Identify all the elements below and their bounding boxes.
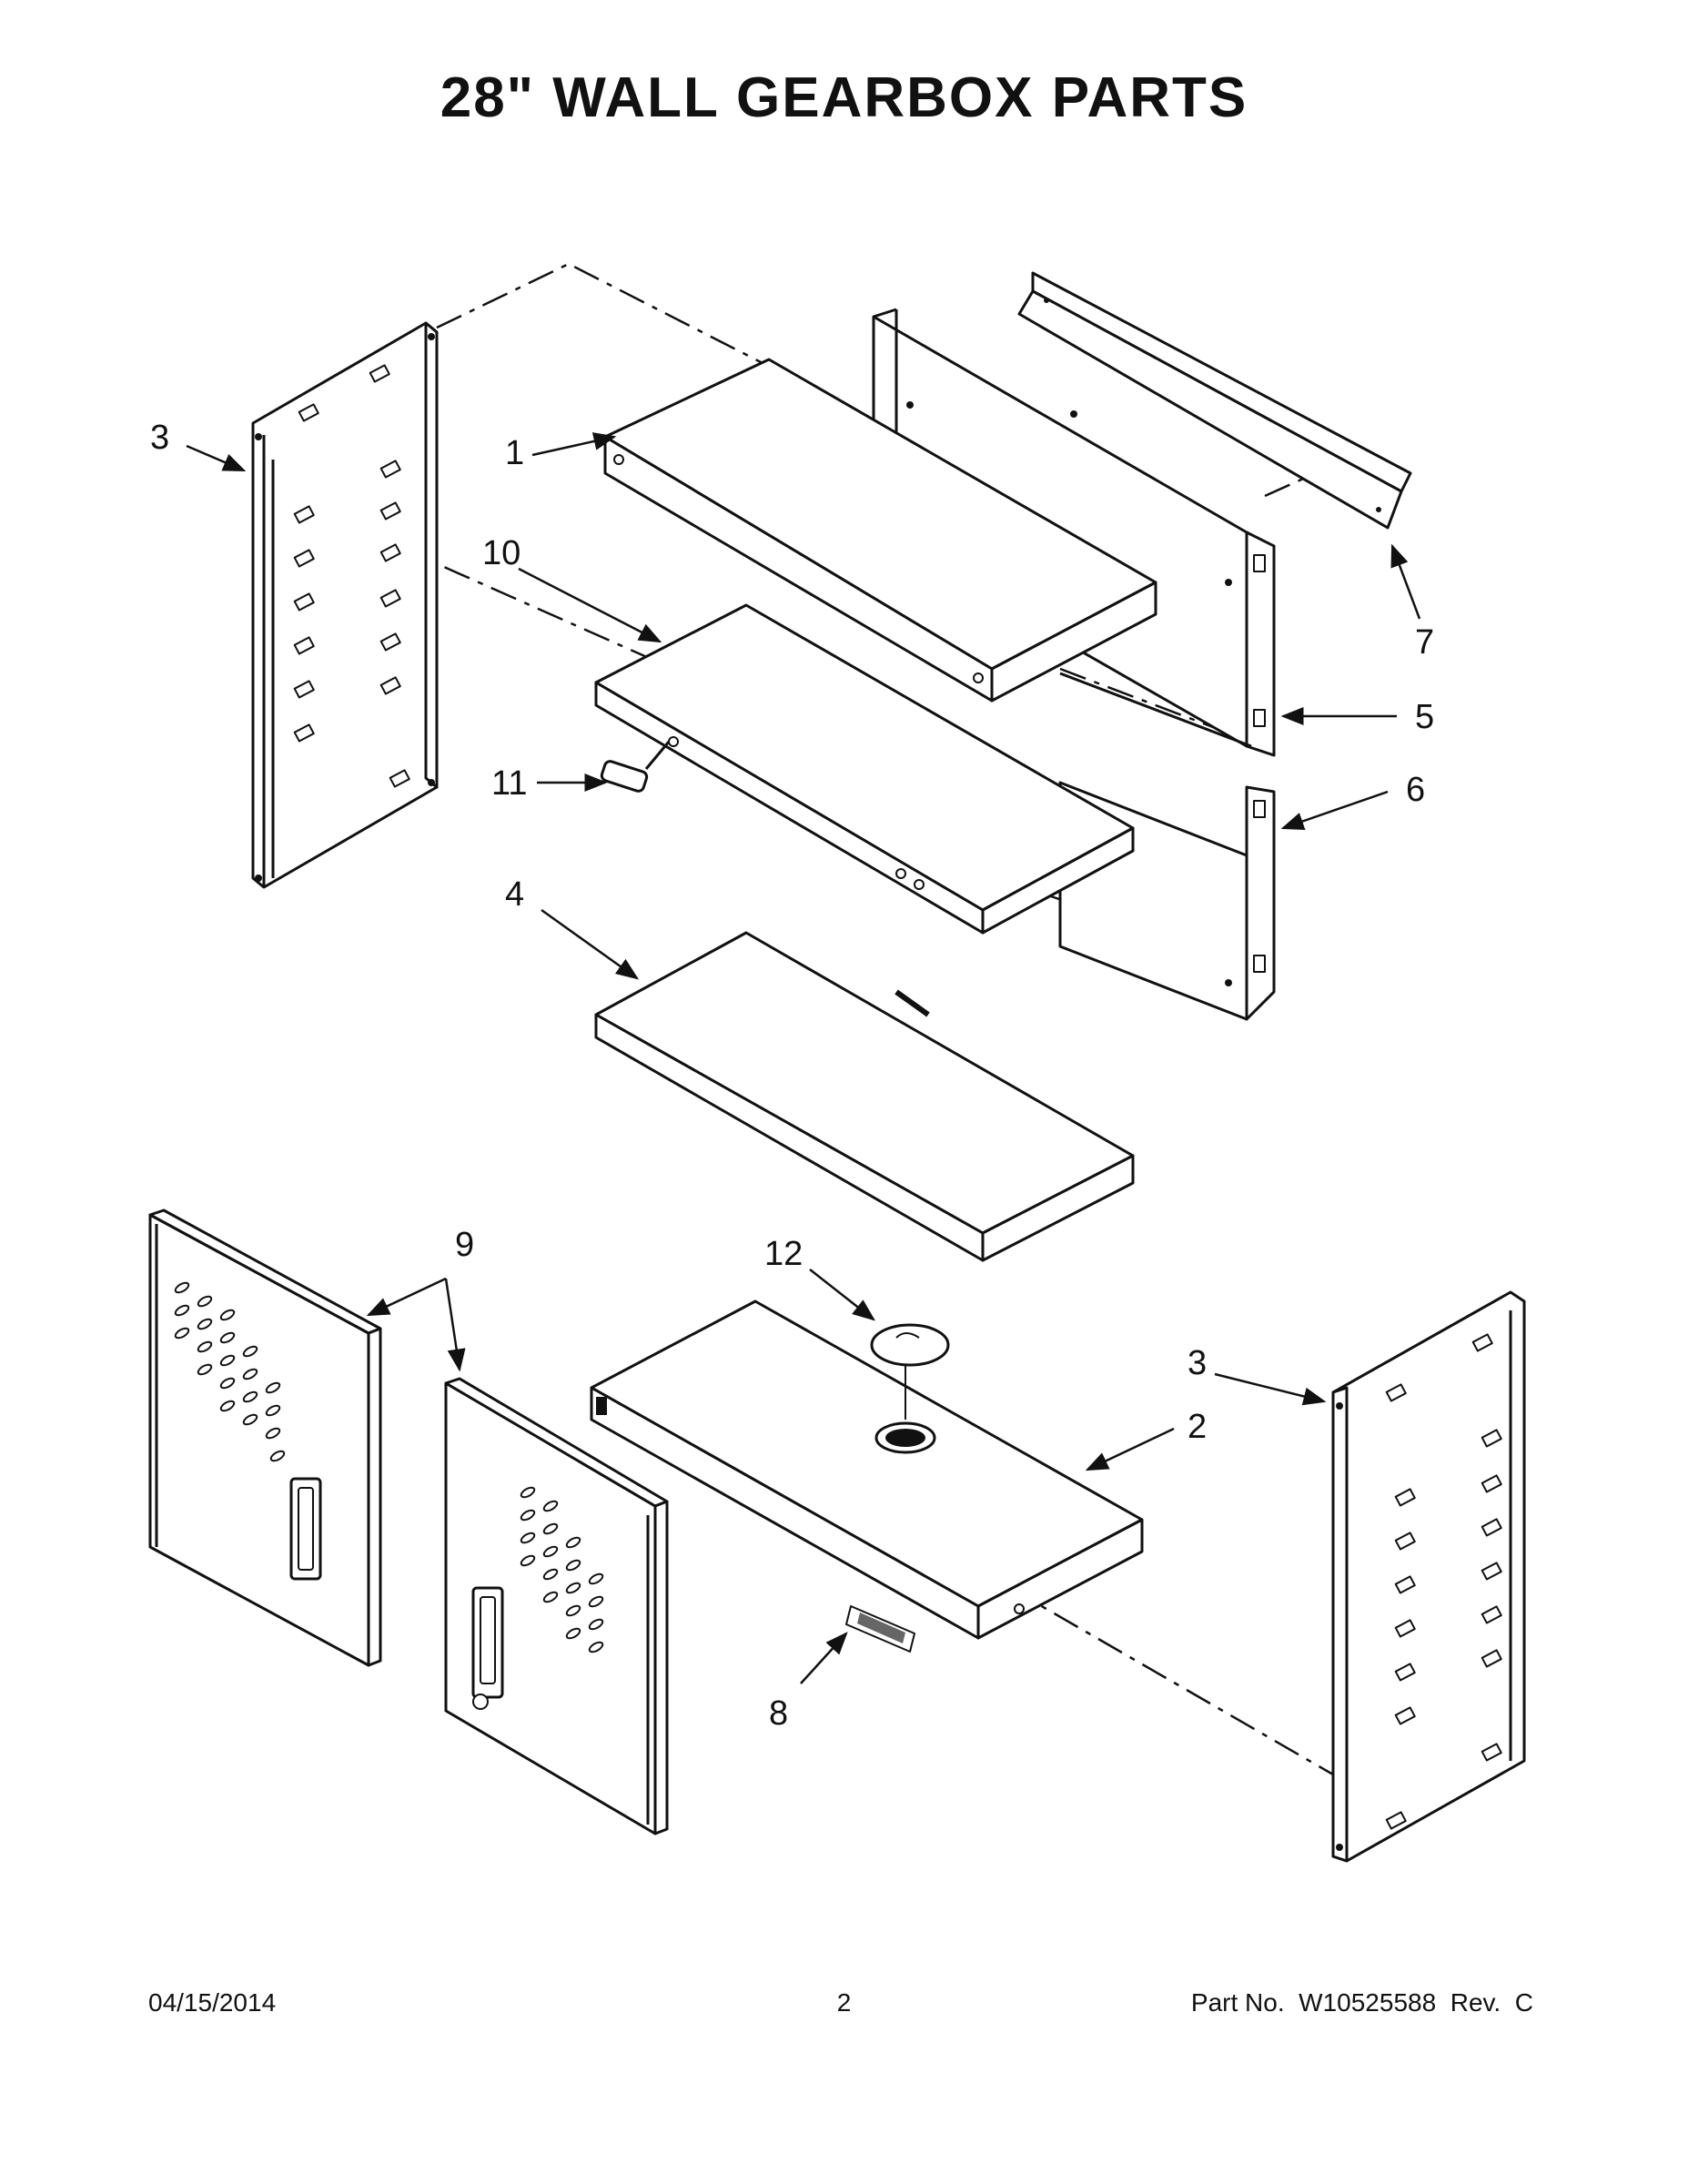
footer-page-number: 2: [836, 1988, 852, 2017]
callout-9: 9: [455, 1226, 474, 1264]
part-12-cap: [870, 1323, 950, 1367]
callout-12: 12: [764, 1235, 803, 1273]
callout-1: 1: [505, 434, 524, 472]
part-9-left-door: [148, 1208, 382, 1667]
callout-4: 4: [505, 875, 524, 914]
page-title: 28" WALL GEARBOX PARTS: [440, 66, 1248, 129]
part-1-top-panel: [603, 358, 1157, 703]
leader-arrows: [186, 432, 1421, 1684]
callout-7: 7: [1415, 623, 1434, 662]
callout-11: 11: [491, 764, 527, 803]
part-9-right-door: [444, 1377, 669, 1835]
callout-3-left: 3: [150, 419, 169, 457]
part-4-shelf-panel: [594, 931, 1135, 1262]
part-11-bracket: [600, 741, 671, 793]
callout-2: 2: [1188, 1408, 1207, 1446]
callout-10: 10: [482, 534, 521, 572]
part-2-bottom-panel: [590, 1299, 1144, 1640]
footer-part-number: Part No. W10525588 Rev. C: [1190, 1988, 1533, 2017]
callout-5: 5: [1415, 698, 1434, 736]
part-10-middle-panel: [594, 603, 1135, 935]
callout-3-right: 3: [1188, 1344, 1207, 1382]
footer-date: 04/15/2014: [148, 1988, 277, 2017]
part-3-right-side-panel: [1331, 1290, 1526, 1863]
part-7-top-trim: [1017, 271, 1412, 530]
callout-8: 8: [769, 1694, 788, 1733]
part-8-badge: [845, 1605, 915, 1653]
callout-6: 6: [1406, 771, 1425, 809]
callout-numbers: 3 1 10 11 4 7 5 6 9 12 3 2 8: [150, 419, 1434, 1733]
part-3-left-side-panel: [251, 321, 439, 889]
